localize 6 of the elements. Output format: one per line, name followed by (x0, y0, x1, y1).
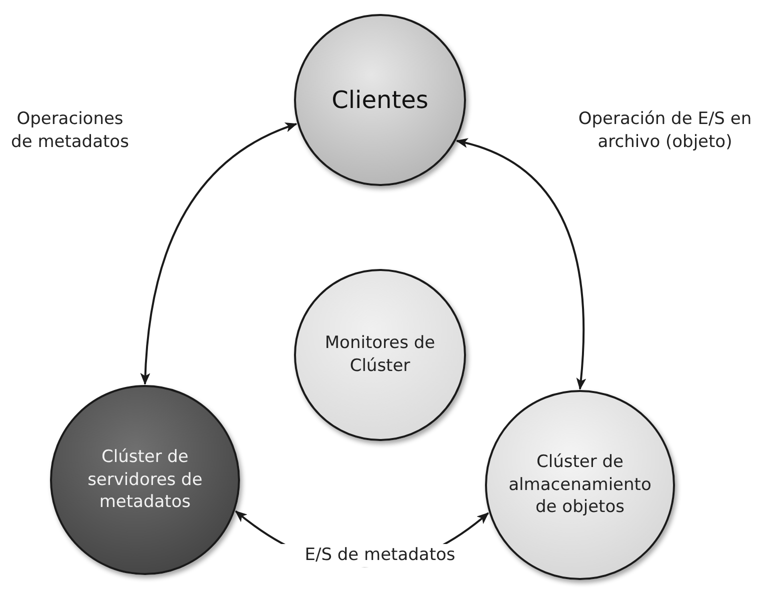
node-label: Clúster de servidores de metadatos (86, 446, 204, 514)
double-arrow (456, 138, 586, 390)
node-label: Clúster de almacenamiento de objetos (508, 450, 652, 520)
node-label: Monitores de Clúster (324, 332, 436, 378)
node-label: Clientes (330, 84, 430, 116)
double-arrow (140, 123, 298, 385)
